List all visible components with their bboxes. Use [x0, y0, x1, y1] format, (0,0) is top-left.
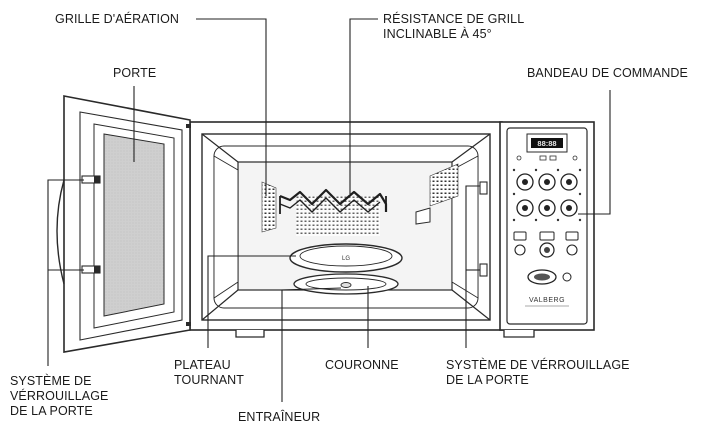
label-verrou-left-line2: VÉRROUILLAGE	[10, 389, 108, 404]
label-verrou-right-line2: DE LA PORTE	[446, 373, 630, 388]
svg-text:LG: LG	[342, 256, 350, 262]
control-panel: 88:88	[507, 128, 587, 324]
label-plateau-tournant: PLATEAU TOURNANT	[174, 358, 244, 388]
label-entraineur: ENTRAÎNEUR	[238, 410, 320, 425]
label-grille-aeration: GRILLE D'AÉRATION	[55, 12, 179, 27]
label-verrouillage-left: SYSTÈME DE VÉRROUILLAGE DE LA PORTE	[10, 374, 108, 419]
label-couronne: COURONNE	[325, 358, 399, 373]
control-display-text: 88:88	[537, 139, 556, 148]
label-plateau-line2: TOURNANT	[174, 373, 244, 388]
label-resistance-grill: RÉSISTANCE DE GRILL INCLINABLE À 45°	[383, 12, 524, 42]
label-plateau-line1: PLATEAU	[174, 358, 244, 373]
label-porte: PORTE	[113, 66, 156, 81]
label-resistance-line2: INCLINABLE À 45°	[383, 27, 524, 42]
brand-logo-text: VALBERG	[529, 297, 565, 304]
label-verrouillage-right: SYSTÈME DE VÉRROUILLAGE DE LA PORTE	[446, 358, 630, 388]
label-resistance-line1: RÉSISTANCE DE GRILL	[383, 12, 524, 27]
label-verrou-right-line1: SYSTÈME DE VÉRROUILLAGE	[446, 358, 630, 373]
door	[57, 96, 191, 352]
label-verrou-left-line1: SYSTÈME DE	[10, 374, 108, 389]
label-verrou-left-line3: DE LA PORTE	[10, 404, 108, 419]
label-bandeau-commande: BANDEAU DE COMMANDE	[527, 66, 688, 81]
